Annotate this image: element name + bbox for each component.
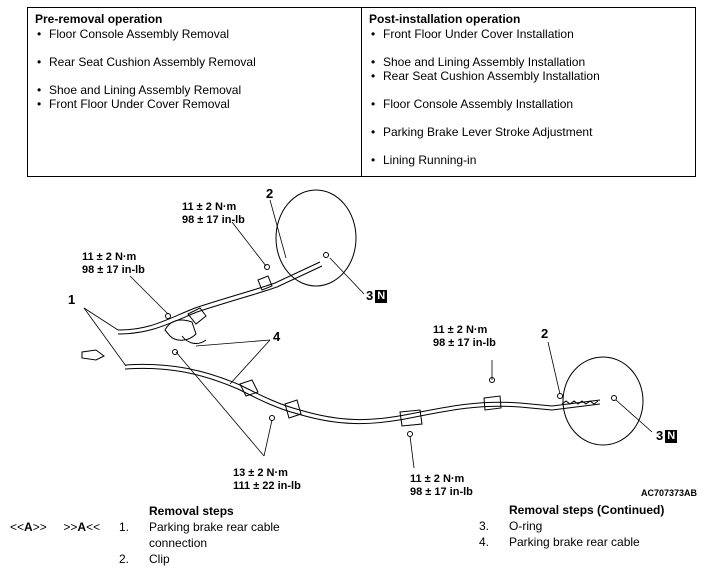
torque-value: 13 ± 2 N·m [233, 467, 288, 479]
step-number: 3. [479, 519, 490, 533]
pre-removal-header: Pre-removal operation [35, 12, 163, 26]
new-part-badge: N [665, 430, 678, 444]
callout-2-upper: 2 [266, 186, 274, 201]
removal-steps-title: Removal steps [149, 504, 234, 518]
callout-1: 1 [68, 292, 76, 307]
list-item: Floor Console Assembly Removal [35, 27, 354, 41]
mark-letter: A [24, 520, 33, 534]
list-item: Rear Seat Cushion Assembly Installation [369, 69, 688, 83]
list-item: Front Floor Under Cover Removal [35, 97, 354, 111]
new-part-badge: N [375, 290, 388, 304]
step-number: 1. [119, 520, 130, 534]
torque-value: 98 ± 17 in-lb [433, 337, 496, 349]
rear-brake-detail-circle-upper [275, 189, 357, 287]
mark-bracket: << [86, 520, 101, 534]
service-marks: <<A>> >>A<< [10, 520, 100, 534]
callout-number: 3 [366, 288, 374, 303]
step-number: 2. [119, 552, 130, 566]
torque-value: 11 ± 2 N·m [410, 473, 465, 485]
parking-brake-cable-diagram [81, 189, 653, 469]
list-item: 1. Parking brake rear cable connection [119, 519, 319, 551]
cable-equalizer [164, 307, 207, 344]
mark-bracket: >> [32, 520, 47, 534]
step-text: Clip [149, 552, 170, 566]
torque-value: 11 ± 2 N·m [433, 324, 488, 336]
torque-label-right: 11 ± 2 N·m 98 ± 17 in-lb [433, 324, 496, 350]
removal-steps-continued: Removal steps (Continued) 3. O-ring 4. P… [479, 502, 699, 550]
list-item: 4. Parking brake rear cable [479, 534, 699, 550]
bracket-right [483, 395, 502, 411]
list-item: Lining Running-in [369, 153, 688, 167]
bracket-center [284, 399, 302, 419]
pre-removal-column: Pre-removal operation Floor Console Asse… [28, 8, 361, 176]
list-item: Shoe and Lining Assembly Removal [35, 83, 354, 97]
cable-spring [561, 400, 599, 405]
removal-steps: Removal steps 1. Parking brake rear cabl… [119, 503, 319, 567]
list-item: Front Floor Under Cover Installation [369, 27, 688, 41]
callout-4: 4 [273, 329, 281, 344]
torque-value: 98 ± 17 in-lb [82, 264, 145, 276]
rear-brake-detail-circle-lower [562, 356, 644, 446]
clip-upper [257, 275, 273, 291]
list-item: 2. Clip [119, 551, 319, 567]
mark-bracket: << [10, 520, 25, 534]
bracket-mid [239, 379, 259, 397]
list-item: 3. O-ring [479, 518, 699, 534]
step-text: Parking brake rear cable connection [149, 520, 280, 550]
pre-removal-list: Floor Console Assembly Removal Rear Seat… [35, 27, 354, 111]
post-installation-list: Front Floor Under Cover Installation Sho… [369, 27, 688, 167]
torque-value: 11 ± 2 N·m [182, 201, 237, 213]
torque-label-bottom-center: 13 ± 2 N·m 111 ± 22 in-lb [233, 467, 301, 493]
torque-label-top: 11 ± 2 N·m 98 ± 17 in-lb [182, 201, 245, 227]
list-item: Floor Console Assembly Installation [369, 97, 688, 111]
step-text: O-ring [509, 519, 543, 533]
lower-cable [124, 363, 601, 425]
operations-table: Pre-removal operation Floor Console Asse… [27, 7, 696, 177]
torque-value: 98 ± 17 in-lb [182, 214, 245, 226]
torque-value: 98 ± 17 in-lb [410, 486, 473, 498]
upper-cable [117, 261, 323, 335]
torque-value: 11 ± 2 N·m [82, 251, 137, 263]
torque-label-bottom-right: 11 ± 2 N·m 98 ± 17 in-lb [410, 473, 473, 499]
callout-2-lower: 2 [541, 326, 549, 341]
post-installation-column: Post-installation operation Front Floor … [361, 8, 695, 176]
figure-id: AC707373AB [641, 488, 698, 498]
bracket-lower [399, 409, 423, 427]
mark-letter: A [77, 520, 87, 534]
callout-number: 3 [656, 428, 664, 443]
list-item: Parking Brake Lever Stroke Adjustment [369, 125, 688, 139]
step-number: 4. [479, 535, 490, 549]
step-text: Parking brake rear cable [509, 535, 640, 549]
mark-bracket: >> [63, 520, 78, 534]
torque-value: 111 ± 22 in-lb [233, 480, 301, 492]
post-installation-header: Post-installation operation [369, 12, 521, 26]
list-item: Rear Seat Cushion Assembly Removal [35, 55, 354, 69]
loose-connector [81, 349, 105, 361]
leader-lines [83, 199, 653, 469]
removal-steps-continued-title: Removal steps (Continued) [509, 503, 665, 517]
torque-label-left: 11 ± 2 N·m 98 ± 17 in-lb [82, 251, 145, 277]
list-item: Shoe and Lining Assembly Installation [369, 55, 688, 69]
